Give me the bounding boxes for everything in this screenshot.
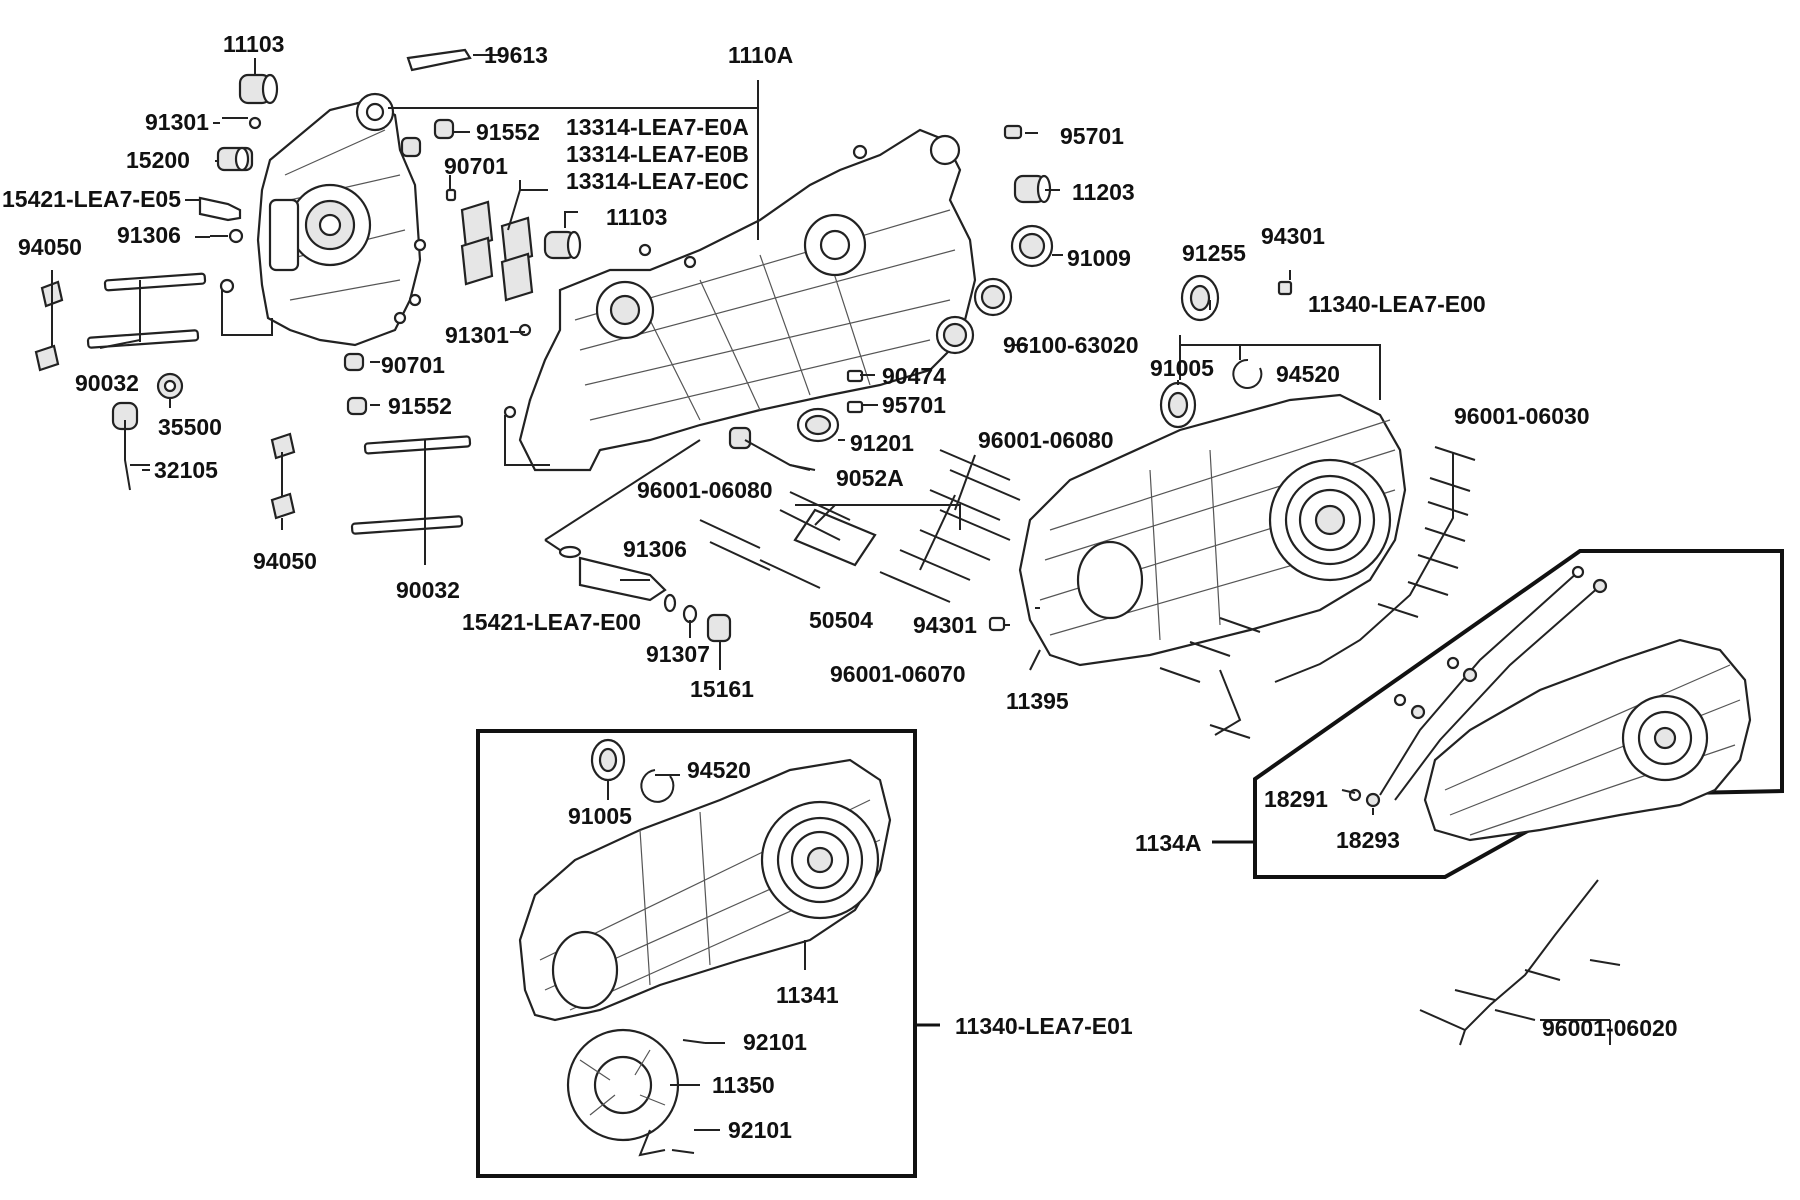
main-crankcase-drawing (388, 80, 977, 472)
label-92101-a: 92101 (743, 1029, 807, 1055)
label-95701-mid: 95701 (882, 392, 946, 418)
label-18291: 18291 (1264, 786, 1328, 812)
label-18293: 18293 (1336, 827, 1400, 853)
bolt-set-96001-06030 (1159, 446, 1476, 739)
label-91552-top: 91552 (476, 119, 540, 145)
label-91301-top: 91301 (145, 109, 209, 135)
label-96001-06030: 96001-06030 (1454, 403, 1590, 429)
part-labels: 11103 19613 1110A 91301 15200 15421-LEA7… (2, 31, 1678, 1143)
label-11103-top: 11103 (223, 31, 284, 57)
label-91255: 91255 (1182, 240, 1246, 266)
label-35500: 35500 (158, 414, 222, 440)
label-95701-top: 95701 (1060, 123, 1124, 149)
label-15161: 15161 (690, 676, 754, 702)
label-92101-b: 92101 (728, 1117, 792, 1143)
label-91201: 91201 (850, 430, 914, 456)
label-91005-top: 91005 (1150, 355, 1214, 381)
label-11340-e01: 11340-LEA7-E01 (955, 1013, 1133, 1039)
label-1134A: 1134A (1135, 830, 1202, 856)
label-94520-box: 94520 (687, 757, 751, 783)
bearings-right (935, 124, 1054, 355)
label-96001-06080-a: 96001-06080 (978, 427, 1114, 453)
label-90032-left: 90032 (75, 370, 139, 396)
label-15421-e00: 15421-LEA7-E00 (462, 609, 641, 635)
small-parts-left (34, 73, 279, 491)
label-13314-e0b: 13314-LEA7-E0B (566, 141, 749, 167)
label-90701-mid: 90701 (381, 352, 445, 378)
label-11350: 11350 (712, 1072, 775, 1098)
label-90474: 90474 (882, 363, 946, 389)
box-1134A (1212, 549, 1784, 879)
label-11341: 11341 (776, 982, 839, 1008)
left-crankcase-drawing (219, 92, 427, 347)
box-11340-e01 (476, 729, 940, 1178)
label-91301-mid: 91301 (445, 322, 509, 348)
label-15200: 15200 (126, 147, 190, 173)
label-94050-left: 94050 (18, 234, 82, 260)
label-91306-left: 91306 (117, 222, 181, 248)
label-90701-top: 90701 (444, 153, 508, 179)
plate-19613 (406, 48, 472, 72)
label-96001-06080-b: 96001-06080 (637, 477, 773, 503)
centre-bottom-parts (544, 369, 1006, 643)
centre-small-parts (270, 48, 582, 565)
label-96001-06070: 96001-06070 (830, 661, 966, 687)
label-13314-e0a: 13314-LEA7-E0A (566, 114, 749, 140)
label-91005-box: 91005 (568, 803, 632, 829)
label-11103-mid: 11103 (606, 204, 667, 230)
shaft-15421-e05 (198, 196, 242, 222)
label-13314-e0c: 13314-LEA7-E0C (566, 168, 749, 194)
label-94050-mid: 94050 (253, 548, 317, 574)
label-91307: 91307 (646, 641, 710, 667)
label-94301-mid: 94301 (913, 612, 977, 638)
label-90032-mid: 90032 (396, 577, 460, 603)
label-94301-top: 94301 (1261, 223, 1325, 249)
label-32105: 32105 (154, 457, 218, 483)
label-11395: 11395 (1006, 688, 1069, 714)
label-96001-06020: 96001-06020 (1542, 1015, 1678, 1041)
label-9052A: 9052A (836, 465, 904, 491)
label-1110A: 1110A (728, 42, 793, 68)
label-91009: 91009 (1067, 245, 1131, 271)
bolt-set-96001-06020 (1419, 879, 1621, 1046)
label-91552-mid: 91552 (388, 393, 452, 419)
label-11340-e00: 11340-LEA7-E00 (1308, 291, 1486, 317)
label-50504: 50504 (809, 607, 873, 633)
label-15421-e05: 15421-LEA7-E05 (2, 186, 181, 212)
bolt-set-96001-06080 (699, 449, 1021, 603)
label-94520-top: 94520 (1276, 361, 1340, 387)
label-96100-63020: 96100-63020 (1003, 332, 1139, 358)
leader-lines (51, 54, 1374, 1131)
label-11203: 11203 (1072, 179, 1135, 205)
label-19613: 19613 (484, 42, 548, 68)
label-91306-mid: 91306 (623, 536, 687, 562)
